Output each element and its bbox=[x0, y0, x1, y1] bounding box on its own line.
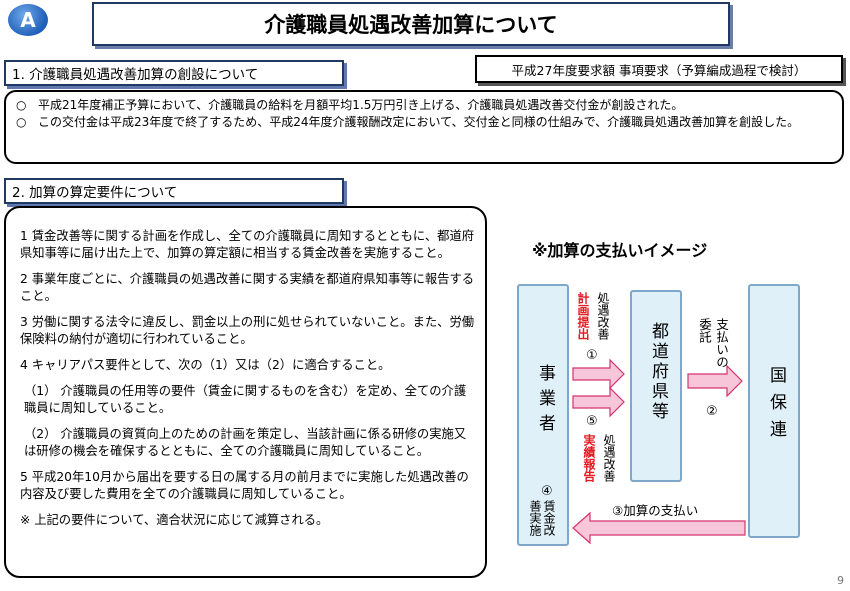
step-number-5: ⑤ bbox=[586, 414, 598, 429]
arrow-plan-submission bbox=[572, 358, 625, 390]
kokuhoren-box: 国保連 bbox=[748, 284, 800, 538]
requirement-item: 3 労働に関する法令に違反し、罰金以上の刑に処せられていないこと。また、労働保険… bbox=[20, 315, 475, 346]
diagram-title: ※加算の支払いイメージ bbox=[532, 241, 708, 260]
page-number: 9 bbox=[837, 574, 844, 587]
page-title: 介護職員処遇改善加算について bbox=[92, 2, 730, 46]
jigyosha-label: 事業者 bbox=[535, 364, 555, 439]
bullet-text: この交付金は平成23年度で終了するため、平成24年度介護報酬改定において、交付金… bbox=[38, 115, 800, 129]
jigyosha-box: 事業者 bbox=[517, 284, 569, 546]
requirement-item: 5 平成20年10月から届出を要する日の属する月の前月までに実施した処遇改善の内… bbox=[20, 470, 469, 501]
arrow-commission bbox=[687, 364, 743, 398]
todofuken-box: 都道府県等 bbox=[630, 290, 682, 482]
requirement-subitem: （2） 介護職員の資質向上のための計画を策定し、当該計画に係る研修の実施又は研修… bbox=[24, 427, 467, 458]
step-number-2: ② bbox=[706, 404, 718, 419]
requirement-subitem: （1） 介護職員の任用等の要件（賃金に関するものを含む）を定め、全ての介護職員に… bbox=[24, 384, 467, 415]
section1-heading: 1. 介護職員処遇改善加算の創設について bbox=[4, 60, 344, 86]
bullet-circle-icon: ○ bbox=[16, 98, 27, 112]
section-badge: A bbox=[8, 4, 48, 36]
step-number-4: ④ bbox=[541, 484, 553, 499]
arrow-payment bbox=[572, 511, 746, 545]
budget-note: 平成27年度要求額 事項要求（予算編成過程で検討） bbox=[475, 55, 843, 83]
label-payment: ③加算の支払い bbox=[612, 503, 699, 518]
todofuken-label: 都道府県等 bbox=[648, 322, 668, 422]
label-plan-kaizen: 処遇改善 bbox=[596, 292, 610, 340]
requirement-note: ※ 上記の要件について、適合状況に応じて減算される。 bbox=[20, 513, 329, 527]
section2-requirements: 1 賃金改善等に関する計画を作成し、全ての介護職員に周知するとともに、都道府県知… bbox=[4, 206, 487, 578]
label-commission: 支払いの委託 bbox=[697, 318, 729, 368]
label-wage-improvement: 賃金改善実施 bbox=[528, 500, 556, 536]
arrow-report-submission bbox=[572, 386, 625, 418]
label-report-kaizen: 処遇改善 bbox=[602, 434, 616, 482]
bullet-text: 平成21年度補正予算において、介護職員の給料を月額平均1.5万円引き上げる、介護… bbox=[38, 98, 684, 112]
section1-bullet: ○ この交付金は平成23年度で終了するため、平成24年度介護報酬改定において、交… bbox=[16, 114, 832, 131]
bullet-circle-icon: ○ bbox=[16, 115, 27, 129]
requirement-item: 1 賃金改善等に関する計画を作成し、全ての介護職員に周知するとともに、都道府県知… bbox=[20, 229, 475, 260]
label-report-submission: 実績報告 bbox=[582, 434, 596, 482]
step-number-1: ① bbox=[586, 348, 598, 363]
requirement-item: 2 事業年度ごとに、介護職員の処遇改善に関する実績を都道府県知事等に報告すること… bbox=[20, 272, 475, 303]
section1-content: ○ 平成21年度補正予算において、介護職員の給料を月額平均1.5万円引き上げる、… bbox=[4, 90, 844, 164]
kokuhoren-label: 国保連 bbox=[766, 366, 786, 447]
requirement-item: 4 キャリアパス要件として、次の（1）又は（2）に適合すること。 bbox=[20, 358, 391, 372]
section1-bullet: ○ 平成21年度補正予算において、介護職員の給料を月額平均1.5万円引き上げる、… bbox=[16, 97, 832, 114]
label-plan-submission: 計画提出 bbox=[576, 292, 590, 340]
section2-heading: 2. 加算の算定要件について bbox=[4, 178, 344, 204]
